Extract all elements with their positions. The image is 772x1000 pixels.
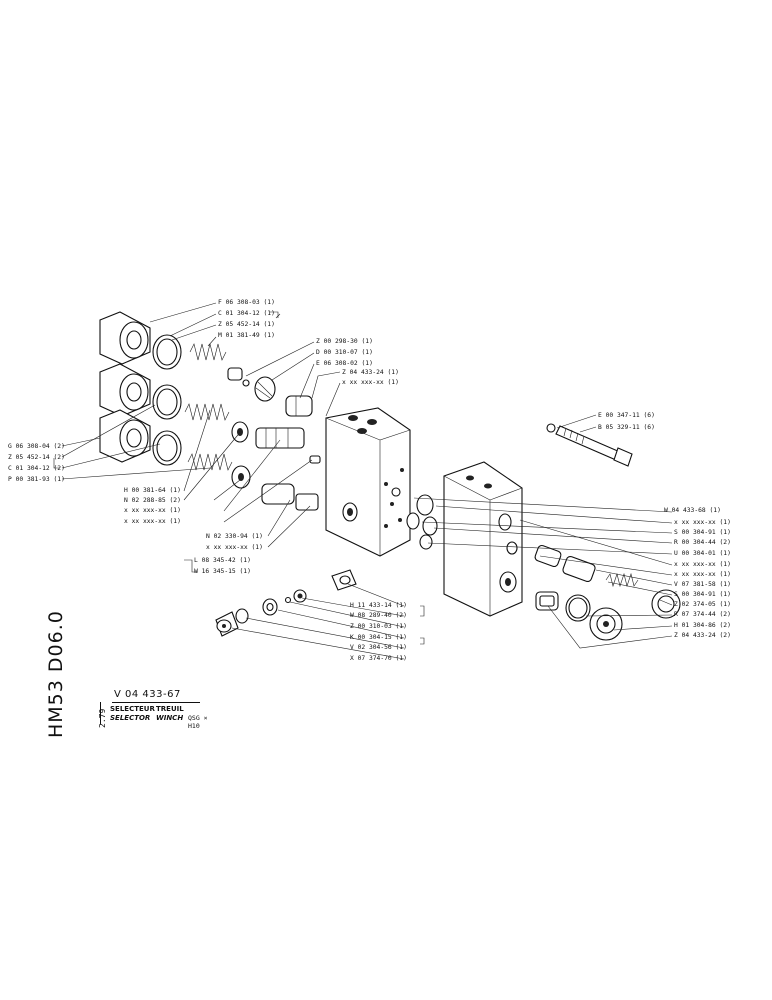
label-w04: W 04 433-68 (1) <box>664 507 721 514</box>
model-code: QSG × H10 <box>188 714 208 730</box>
title-fr-2: TREUIL <box>156 705 184 713</box>
nut-w08 <box>293 589 307 603</box>
label-xx3: x xx xxx-xx (1) <box>124 518 181 525</box>
label-xx6: x xx xxx-xx (1) <box>674 561 731 568</box>
label-g06: G 06 308-04 (2) <box>8 443 65 450</box>
label-r07: R 07 374-44 (2) <box>674 611 731 618</box>
plug-x07 <box>215 611 239 637</box>
piston-n02b <box>261 483 319 511</box>
bolt-b05 <box>546 423 633 467</box>
label-m01: M 01 381-49 (1) <box>218 332 275 339</box>
spring-p00 <box>187 453 233 471</box>
label-k00: K 00 304-15 (1) <box>350 634 407 641</box>
label-xx7: x xx xxx-xx (1) <box>674 571 731 578</box>
title-rule-vertical <box>100 702 101 724</box>
piston-e06 <box>285 395 313 417</box>
label-x07: X 07 374-70 (1) <box>350 655 407 662</box>
label-n02a: N 02 288-85 (2) <box>124 497 181 504</box>
label-d00: D 00 310-07 (1) <box>316 349 373 356</box>
label-v02: V 02 304-56 (1) <box>350 644 407 651</box>
oring-c01b-upper <box>152 384 182 420</box>
cap-z02 <box>651 589 681 619</box>
label-n02b: N 02 330-94 (1) <box>206 533 263 540</box>
label-xx2: x xx xxx-xx (1) <box>124 507 181 514</box>
cap-g06-upper <box>99 363 151 417</box>
title-rule-horizontal <box>112 702 200 703</box>
label-z02: Z 02 374-05 (1) <box>674 601 731 608</box>
label-z04a: Z 04 433-24 (1) <box>342 369 399 376</box>
leader-lines <box>53 302 673 660</box>
oring-r07 <box>565 594 591 622</box>
spool-upper <box>255 427 305 449</box>
spring-v07 <box>605 572 639 588</box>
label-xx4: x xx xxx-xx (1) <box>206 544 263 551</box>
label-h00: H 00 381-64 (1) <box>124 487 181 494</box>
label-z04b: Z 04 433-24 (2) <box>674 632 731 639</box>
cap-h01 <box>589 607 623 641</box>
label-r00: R 00 304-44 (2) <box>674 539 731 546</box>
oring-c01b-lower <box>152 430 182 466</box>
washer-k00 <box>262 598 278 616</box>
plug-h11 <box>331 569 357 591</box>
valve-body-right <box>443 461 523 617</box>
label-w16: W 16 345-15 (1) <box>194 568 251 575</box>
label-z00b: Z 00 310-03 (1) <box>350 623 407 630</box>
check-z04b <box>535 591 559 611</box>
spring-m01 <box>189 343 227 361</box>
title-en-1: SELECTOR <box>110 714 151 722</box>
pin-small <box>309 455 321 464</box>
title-fr-1: SELECTEUR <box>110 705 155 713</box>
label-xx5: x xx xxx-xx (1) <box>674 519 731 526</box>
label-u00: U 00 304-01 (1) <box>674 550 731 557</box>
cap-g06-lower <box>99 409 151 463</box>
spring-z04a <box>254 376 276 402</box>
label-s00a: S 00 304-91 (1) <box>674 529 731 536</box>
plug-z00 <box>227 367 250 387</box>
spring-h00 <box>184 403 230 421</box>
part-labels: F 06 308-03 (1) C 01 304-12 (1) Z 05 452… <box>8 299 731 662</box>
disc-n02a-lower <box>231 465 251 489</box>
washer-v02 <box>235 608 249 624</box>
label-e06: E 06 308-02 (1) <box>316 360 373 367</box>
label-z05a: Z 05 452-14 (1) <box>218 321 275 328</box>
label-h11: H 11 433-14 (1) <box>350 602 407 609</box>
label-h01: H 01 304-86 (2) <box>674 622 731 629</box>
drawing-side-code: HM53 D06.0 <box>45 610 67 738</box>
valve-body-main <box>325 407 411 557</box>
label-c01a: C 01 304-12 (1) <box>218 310 275 317</box>
title-en-2: WINCH <box>156 714 184 722</box>
label-b05: B 05 329-11 (6) <box>598 424 655 431</box>
label-z00a: Z 00 298-30 (1) <box>316 338 373 345</box>
label-l08: L 08 345-42 (1) <box>194 557 251 564</box>
label-s00b: S 00 304-91 (1) <box>674 591 731 598</box>
oring-c01a <box>152 334 182 370</box>
orings-between-blocks <box>406 494 438 550</box>
label-e00: E 00 347-11 (6) <box>598 412 655 419</box>
check-pistons-right <box>534 544 596 583</box>
cap-f06 <box>99 311 151 365</box>
label-p00: P 00 381-93 (1) <box>8 476 65 483</box>
label-f06: F 06 308-03 (1) <box>218 299 275 306</box>
ball-z00b <box>284 596 292 604</box>
title-block: V 04 433-67 SELECTEUR TREUIL SELECTOR WI… <box>100 689 208 735</box>
label-w08: W 08 289-40 (2) <box>350 612 407 619</box>
label-c01b: C 01 304-12 (2) <box>8 465 65 472</box>
label-z05b: Z 05 452-14 (2) <box>8 454 65 461</box>
part-number: V 04 433-67 <box>114 689 181 700</box>
label-xx1: x xx xxx-xx (1) <box>342 379 399 386</box>
label-v07: V 07 381-58 (1) <box>674 581 731 588</box>
